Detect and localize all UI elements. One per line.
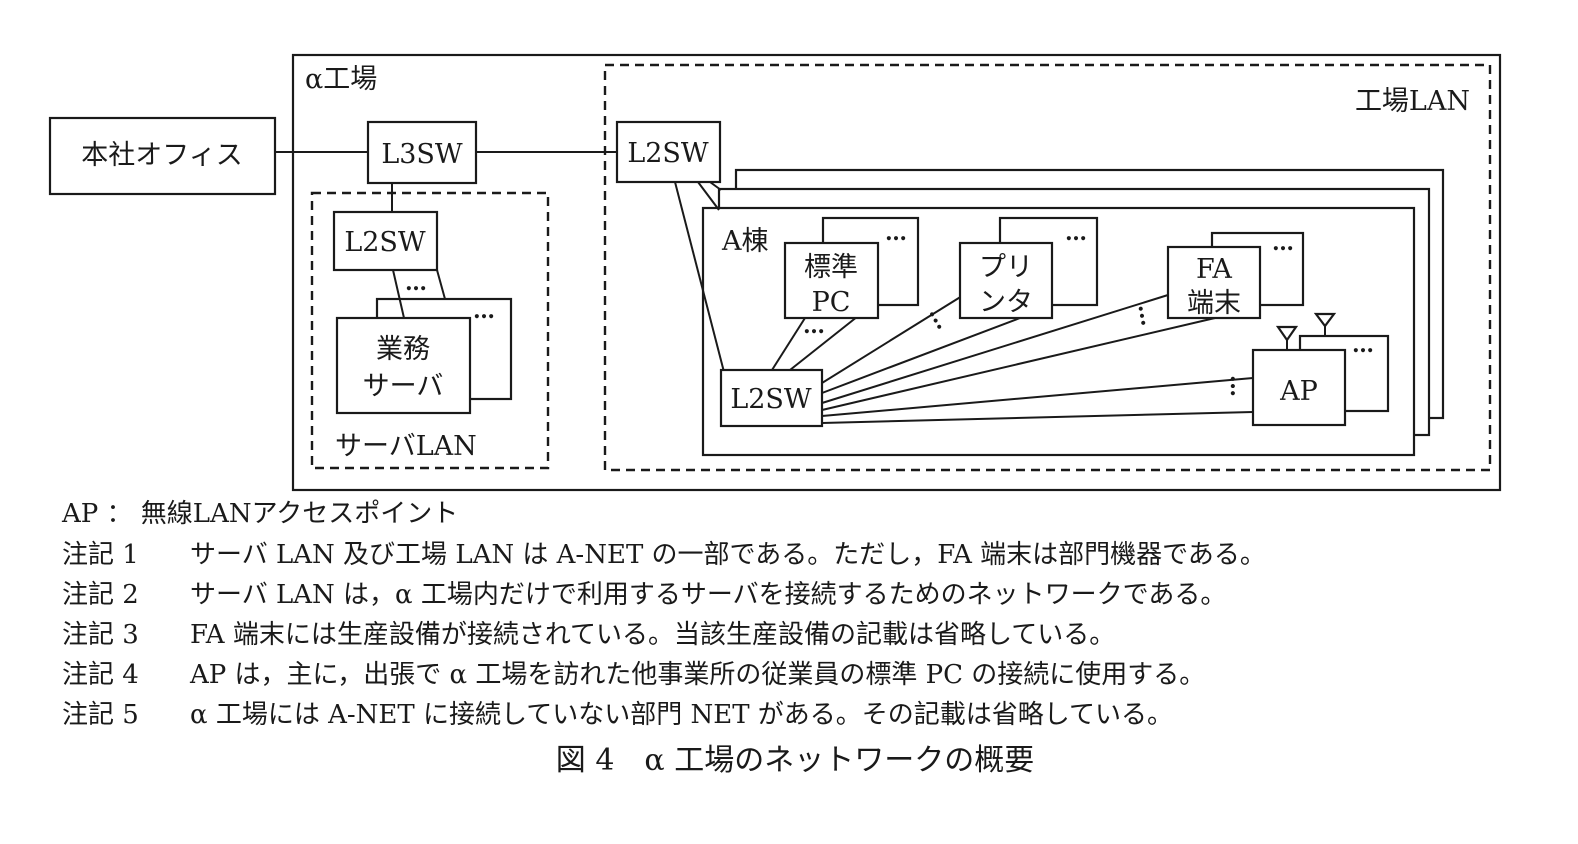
building-l2sw-node [719,368,824,428]
ap-node [1251,348,1347,427]
link-factory-l2sw-building-a [674,181,725,373]
std-pc-node [783,241,880,320]
link-printer-2 [821,317,1021,394]
note-label: 注記 2 [62,580,139,610]
note-text: AP は，主に，出張で α 工場を訪れた他事業所の従業員の標準 PC の接続に使… [189,660,1205,690]
printer-node [958,241,1054,320]
link-fa-1 [821,294,1169,404]
server-lan-label: サーバLAN [335,431,477,462]
l3sw-node [366,120,478,185]
link-ap-2 [821,411,1254,424]
factory-l2sw-label: L2SW [627,138,709,169]
std-pc-label-2: PC [812,287,851,318]
business-server-label-1: 業務 [376,334,430,365]
factory-l2sw-node [615,120,722,184]
fa-terminal-label-2: 端末 [1187,288,1241,319]
note-label: 注記 4 [62,660,139,690]
server-l2sw-node [332,210,439,272]
ap-label: AP [1279,376,1318,407]
ellipsis: … [1225,375,1251,397]
note-text: α 工場には A-NET に接続していない部門 NET がある。その記載は省略し… [190,700,1173,730]
server-l2sw-label: L2SW [344,227,426,258]
note-label: 注記 1 [62,540,139,570]
note-text: FA 端末には生産設備が接続されている。当該生産設備の記載は省略している。 [190,620,1115,650]
business-server-node [335,316,472,415]
ellipsis: … [885,220,907,246]
hq-office-node [48,116,277,196]
fa-terminal-label-1: FA [1196,254,1232,285]
factory-lan-label: 工場LAN [1355,86,1470,117]
figure-caption: 図 4 α 工場のネットワークの概要 [556,743,1034,778]
link-fa-2 [821,317,1216,411]
link-server-2 [436,269,446,300]
link-ap-1 [821,377,1254,417]
link-factory-l2sw-building-2 [697,181,720,211]
link-printer-1 [821,295,963,384]
legend-ap: AP ： 無線LANアクセスポイント [61,499,458,529]
link-server-1 [392,269,405,319]
ellipsis: … [1352,332,1374,358]
building-a-label: A棟 [721,226,769,257]
business-server-label-2: サーバ [363,371,444,402]
ellipsis: … [405,270,427,296]
notes: 注記 1 サーバ LAN 及び工場 LAN は A-NET の一部である。ただし… [62,540,1266,730]
antenna-icon [1313,312,1337,336]
printer-label-2: ンタ [979,287,1033,318]
note-label: 注記 3 [62,620,139,650]
ellipsis: … [473,298,495,324]
printer-label-1: プリ [979,252,1033,283]
note-text: サーバ LAN 及び工場 LAN は A-NET の一部である。ただし，FA 端… [190,540,1266,570]
ellipsis: … [1132,302,1161,328]
ellipsis: … [803,313,825,339]
l3sw-label: L3SW [381,139,463,170]
ellipsis: … [1272,230,1294,256]
link-factory-l2sw-building-3 [709,181,722,191]
note-text: サーバ LAN は，α 工場内だけで利用するサーバを接続するためのネットワークで… [190,580,1226,610]
std-pc-label-1: 標準 [804,252,858,283]
antenna-icon [1275,325,1299,350]
link-std-pc-1 [771,317,806,371]
note-label: 注記 5 [62,700,139,730]
building-l2sw-label: L2SW [730,384,812,415]
factory-label: α工場 [305,64,377,95]
fa-terminal-node [1166,245,1262,320]
building-links [771,294,1254,424]
ellipsis: … [1065,220,1087,246]
hq-office-label: 本社オフィス [81,140,242,171]
factory-lan-boundary [603,63,1492,472]
